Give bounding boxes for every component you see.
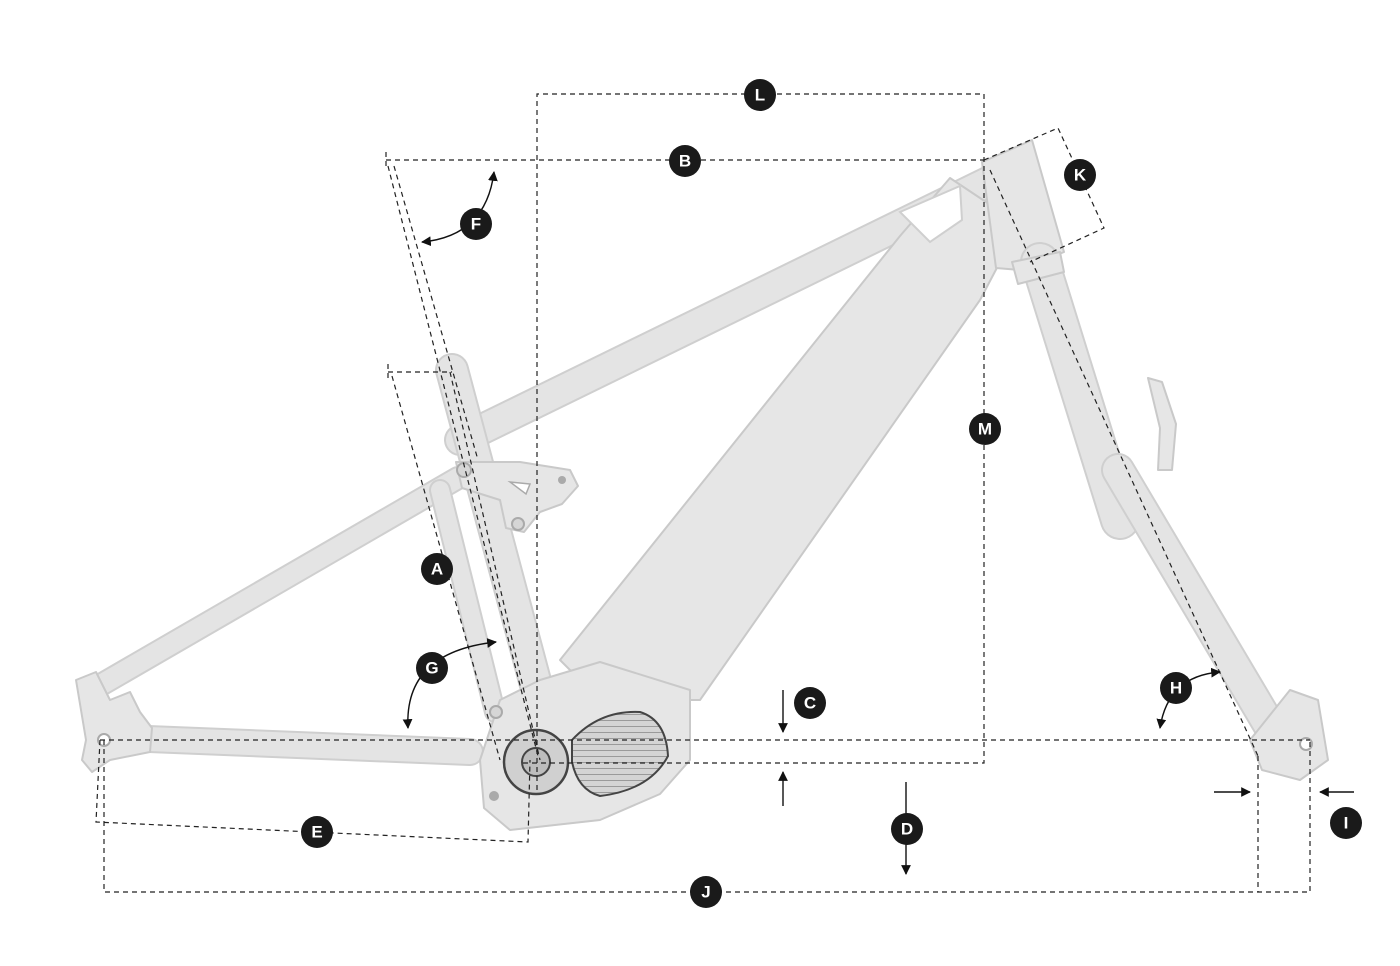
label-c-text: C: [804, 694, 816, 713]
label-badge-i: I: [1330, 807, 1362, 839]
label-g-text: G: [425, 659, 438, 678]
label-badge-h: H: [1160, 672, 1192, 704]
bike-frame: [75, 139, 1329, 831]
label-badge-c: C: [794, 687, 826, 719]
label-badge-j: J: [690, 876, 722, 908]
label-h-text: H: [1170, 679, 1182, 698]
label-k-text: K: [1074, 166, 1087, 185]
label-badge-d: D: [891, 813, 923, 845]
label-a-text: A: [431, 560, 443, 579]
label-i-text: I: [1344, 814, 1349, 833]
label-badge-k: K: [1064, 159, 1096, 191]
label-badge-f: F: [460, 208, 492, 240]
label-j-text: J: [701, 883, 710, 902]
label-l-text: L: [755, 86, 765, 105]
label-badge-e: E: [301, 816, 333, 848]
label-badge-a: A: [421, 553, 453, 585]
label-f-text: F: [471, 215, 481, 234]
label-m-text: M: [978, 420, 992, 439]
label-badge-b: B: [669, 145, 701, 177]
label-b-text: B: [679, 152, 691, 171]
label-badge-l: L: [744, 79, 776, 111]
label-d-text: D: [901, 820, 913, 839]
label-badge-g: G: [416, 652, 448, 684]
label-badge-m: M: [969, 413, 1001, 445]
label-e-text: E: [311, 823, 322, 842]
